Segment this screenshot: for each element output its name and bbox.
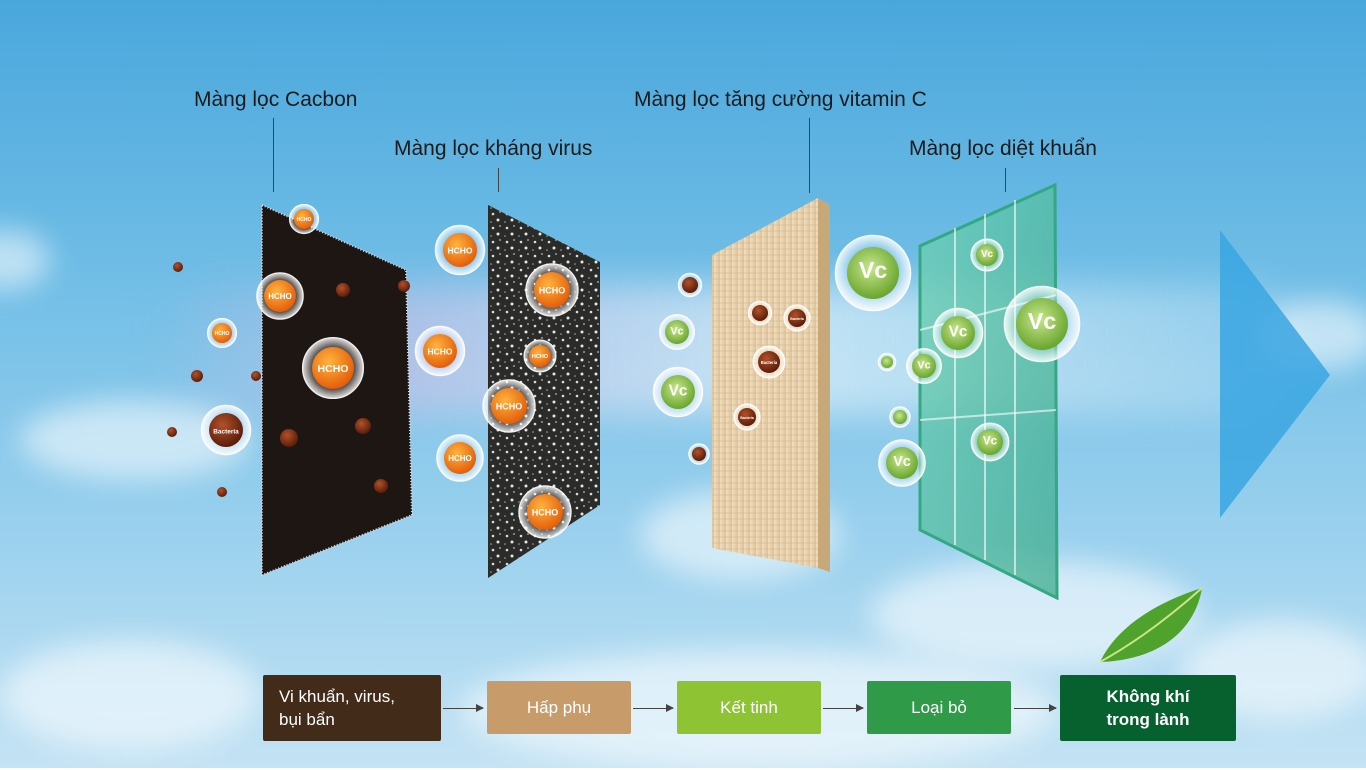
hcho-molecule-icon: HCHO	[434, 224, 486, 276]
bacteria-icon	[747, 300, 773, 326]
molecule-label: HCHO	[532, 354, 549, 360]
vitamin-c-icon: Vc	[905, 348, 942, 385]
process-arrow	[823, 704, 864, 712]
hcho-molecule-icon: HCHO	[482, 379, 536, 433]
molecule-label: Vc	[983, 435, 998, 448]
molecule-label: Bacteria	[761, 360, 778, 365]
bacteria-icon	[688, 443, 710, 465]
molecule-label: Vc	[669, 382, 688, 399]
molecule-label: Vc	[670, 325, 683, 337]
dust-particle-icon	[251, 371, 261, 381]
molecule-label: HCHO	[448, 454, 472, 463]
flow-arrow	[1220, 230, 1330, 518]
molecule-label: HCHO	[539, 286, 566, 296]
bacteria-icon: Bacteria	[783, 304, 811, 332]
process-step-label: Loại bỏ	[911, 698, 967, 717]
hcho-molecule-icon: HCHO	[256, 272, 304, 320]
bacteria-icon: Bacteria	[752, 345, 786, 379]
molecule-label: Bacteria	[790, 317, 804, 321]
process-step-label: Kết tinh	[720, 698, 778, 717]
molecule-label: HCHO	[427, 346, 452, 356]
hcho-molecule-icon: HCHO	[436, 434, 484, 482]
molecule-label: HCHO	[268, 292, 292, 301]
molecule-label: Vc	[981, 249, 994, 260]
molecule-layer: HCHO HCHO HCHO HCHO HCHO HCHO HCHO HCHO HCHO HCHO…	[167, 203, 1081, 539]
vitamin-c-icon	[889, 406, 911, 428]
process-arrow	[443, 704, 484, 712]
molecule-label: Vc	[859, 257, 888, 283]
hcho-molecule-icon: HCHO	[523, 339, 557, 373]
hcho-molecule-icon: HCHO	[525, 263, 579, 317]
label-antivirus-filter: Màng lọc kháng virus	[394, 137, 593, 160]
leader-line	[273, 118, 274, 192]
vitamin-c-icon	[877, 352, 897, 372]
dust-particle-icon	[191, 370, 203, 382]
hcho-molecule-icon: HCHO	[301, 336, 365, 400]
process-step-dirt: Vi khuẩn, virus, bụi bẩn	[263, 675, 441, 741]
molecule-label: Bacteria	[213, 428, 239, 435]
process-step-crystallize: Kết tinh	[677, 681, 821, 734]
dust-particle-icon	[173, 262, 183, 272]
hcho-molecule-icon: HCHO	[206, 317, 238, 349]
hcho-molecule-icon: HCHO	[518, 485, 572, 539]
dust-particle-icon	[355, 418, 371, 434]
dust-particle-icon	[280, 429, 298, 447]
molecule-label: Bacteria	[740, 416, 754, 420]
vitamin-c-icon: Vc	[658, 314, 695, 351]
vitamin-c-icon: Vc	[970, 238, 1004, 272]
dust-particle-icon	[336, 283, 350, 297]
leaf-icon	[1099, 587, 1203, 663]
vitamin-c-icon: Vc	[878, 439, 926, 487]
process-step-label: Không khí trong lành	[1106, 687, 1190, 729]
process-step-label: Hấp phụ	[526, 698, 592, 717]
vitamin-c-icon: Vc	[1003, 285, 1081, 363]
bacteria-icon: Bacteria	[200, 404, 252, 456]
vitamin-c-filter-edge	[818, 198, 830, 572]
molecule-label: HCHO	[447, 245, 472, 255]
leader-line	[1005, 168, 1006, 192]
vitamin-c-icon: Vc	[652, 366, 704, 418]
process-arrow	[1014, 704, 1057, 712]
bacteria-icon	[677, 272, 703, 298]
label-antibacterial-filter: Màng lọc diệt khuẩn	[909, 137, 1097, 160]
process-step-fresh-air: Không khí trong lành	[1060, 675, 1236, 741]
antibacterial-filter	[918, 182, 1059, 601]
vitamin-c-icon: Vc	[834, 234, 912, 312]
dust-particle-icon	[217, 487, 227, 497]
molecule-label: Vc	[949, 323, 968, 340]
molecule-label: HCHO	[318, 363, 349, 375]
molecule-label: HCHO	[215, 331, 230, 337]
dust-particle-icon	[374, 479, 388, 493]
molecule-label: HCHO	[496, 402, 523, 412]
dust-particle-icon	[167, 427, 177, 437]
leader-line	[498, 168, 499, 192]
dust-particle-icon	[398, 280, 410, 292]
label-vitamin-c-filter: Màng lọc tăng cường vitamin C	[634, 88, 927, 111]
process-arrow	[633, 704, 674, 712]
molecule-label: HCHO	[532, 508, 559, 518]
cloud	[0, 640, 260, 750]
process-step-remove: Loại bỏ	[867, 681, 1011, 734]
process-step-label: Vi khuẩn, virus, bụi bẩn	[279, 687, 395, 729]
bacteria-icon: Bacteria	[733, 403, 761, 431]
process-step-adsorb: Hấp phụ	[487, 681, 631, 734]
molecule-label: Vc	[893, 454, 911, 470]
vitamin-c-icon: Vc	[970, 422, 1010, 462]
molecule-label: Vc	[1028, 308, 1057, 334]
vitamin-c-icon: Vc	[932, 307, 984, 359]
hcho-molecule-icon: HCHO	[414, 325, 466, 377]
molecule-label: Vc	[917, 359, 930, 371]
molecule-label: HCHO	[297, 217, 312, 223]
vitamin-c-filter	[712, 198, 818, 568]
hcho-molecule-icon: HCHO	[288, 203, 320, 235]
label-carbon-filter: Màng lọc Cacbon	[194, 88, 358, 111]
leader-line	[809, 118, 810, 193]
